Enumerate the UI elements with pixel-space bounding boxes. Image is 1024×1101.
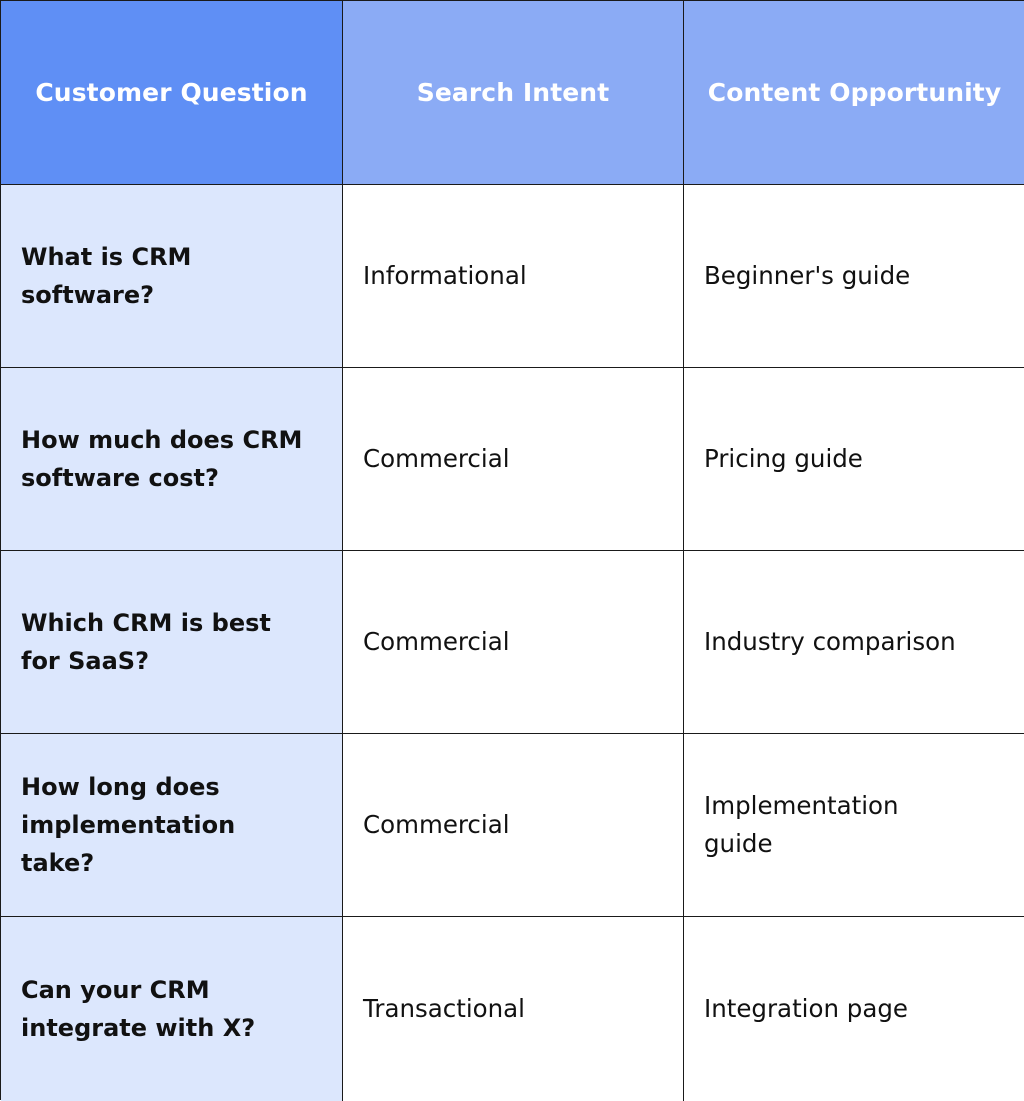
- table-row-opportunity: Implementation guide: [684, 734, 1024, 917]
- table-row-intent: Transactional: [343, 917, 684, 1101]
- header-customer-question: Customer Question: [1, 1, 343, 185]
- table-row-intent: Commercial: [343, 368, 684, 551]
- table-row-opportunity: Industry comparison: [684, 551, 1024, 734]
- table-row-question: How long does implementation take?: [1, 734, 343, 917]
- table-row-opportunity: Pricing guide: [684, 368, 1024, 551]
- header-search-intent: Search Intent: [343, 1, 684, 185]
- table-row-question: Can your CRM integrate with X?: [1, 917, 343, 1101]
- table-row-intent: Informational: [343, 185, 684, 368]
- table-row-question: How much does CRM software cost?: [1, 368, 343, 551]
- table-row-question: Which CRM is best for SaaS?: [1, 551, 343, 734]
- table-row-intent: Commercial: [343, 551, 684, 734]
- table-row-opportunity: Integration page: [684, 917, 1024, 1101]
- table-row-intent: Commercial: [343, 734, 684, 917]
- table-row-opportunity: Beginner's guide: [684, 185, 1024, 368]
- table-row-question: What is CRM software?: [1, 185, 343, 368]
- header-content-opportunity: Content Opportunity: [684, 1, 1024, 185]
